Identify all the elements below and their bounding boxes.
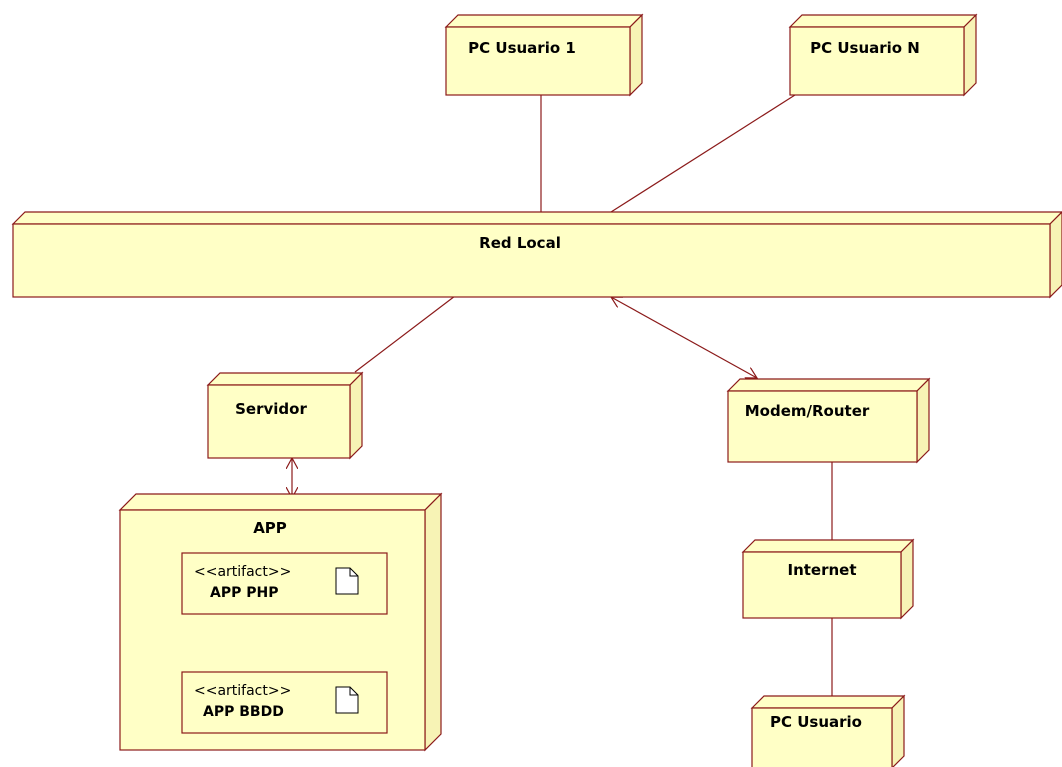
node-label: Servidor xyxy=(235,400,307,418)
node-red-local[interactable]: Red Local xyxy=(11,211,1062,299)
node-label: APP xyxy=(253,519,287,537)
artifact-name: APP PHP xyxy=(210,585,278,601)
nodes: APP PC Usuario 1 PC Usuario N Red LocalServ… xyxy=(11,13,1062,767)
connector-red-local-servidor[interactable] xyxy=(354,295,456,373)
artifact-app-bbdd[interactable]: <<artifact>> APP BBDD xyxy=(181,671,388,734)
node-internet[interactable]: Internet xyxy=(741,538,915,620)
node-label: Red Local xyxy=(479,234,561,252)
node-servidor[interactable]: Servidor xyxy=(206,371,364,460)
document-icon xyxy=(335,686,359,714)
artifact-stereotype: <<artifact>> xyxy=(194,683,291,699)
node-label: PC Usuario 1 xyxy=(468,39,576,57)
connector-pcn-red-local[interactable] xyxy=(610,94,796,213)
node-pc-usuario-n[interactable]: PC Usuario N xyxy=(788,13,978,97)
artifact-name: APP BBDD xyxy=(203,704,284,720)
node-label: PC Usuario N xyxy=(810,39,920,57)
node-label: PC Usuario xyxy=(770,713,862,731)
document-icon xyxy=(335,567,359,595)
artifact-app-php[interactable]: <<artifact>> APP PHP xyxy=(181,552,388,615)
node-pc-usuario[interactable]: PC Usuario xyxy=(750,694,906,767)
node-modem-router[interactable]: Modem/Router xyxy=(726,377,931,464)
node-pc-usuario-1[interactable]: PC Usuario 1 xyxy=(444,13,644,97)
connector-red-local-modem[interactable] xyxy=(611,297,757,378)
node-label: Modem/Router xyxy=(745,402,870,420)
artifact-stereotype: <<artifact>> xyxy=(194,564,291,580)
node-label: Internet xyxy=(787,561,856,579)
